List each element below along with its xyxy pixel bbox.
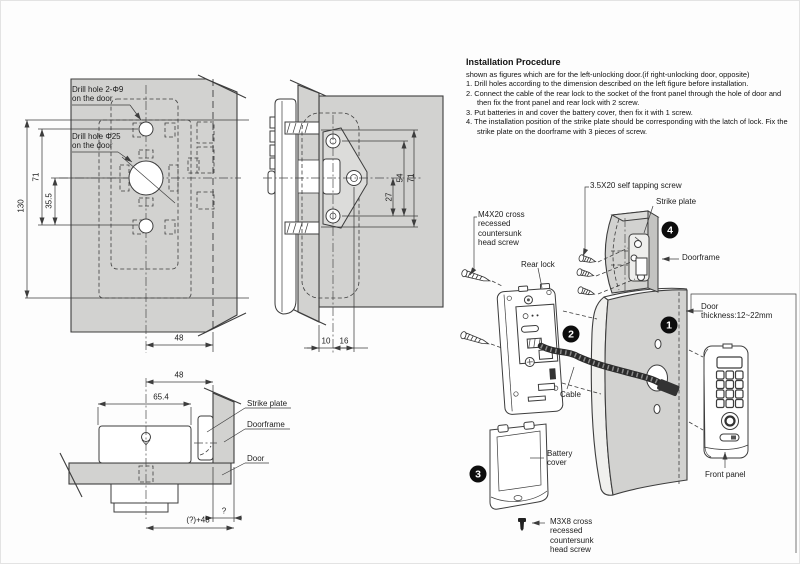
key-cylinder [721,412,739,430]
exploded-view-diagram [459,186,797,553]
step-badge-3: 3 [469,465,487,483]
latch-housing [110,483,179,504]
label-self-tapping-screw: 3.5X20 self tapping screw [590,181,682,190]
procedure-title: Installation Procedure [466,57,561,67]
m4x20-screw [459,330,491,348]
self-tapping-screw [577,253,597,266]
through-screw-tube-bottom [284,221,320,235]
step-badge-2: 2 [562,325,580,343]
step-badge-1: 1 [660,316,678,334]
m4x20-screw [460,268,492,285]
door-panel [70,78,238,333]
display-window [716,356,743,369]
label-rear-lock: Rear lock [521,260,555,269]
label-door-thickness: Door thickness:12~22mm [701,302,773,321]
keypad [715,370,744,409]
label-m4x20-screw: M4X20 cross recessed countersunk head sc… [478,210,525,247]
dim-48-front: 48 [174,333,184,343]
self-tapping-screw [575,267,595,280]
label-front-panel: Front panel [705,470,746,479]
cable-connector [657,379,680,397]
dim-16: 16 [339,336,349,346]
drill-hole-top [138,121,154,137]
procedure-intro: shown as figures which are for the left-… [466,70,750,79]
label-strike-plate-section: Strike plate [247,399,288,408]
strike-plate-top-section [197,415,214,461]
drill-hole-25-callout: Drill hole Φ25 on the door [72,132,121,151]
step-badge-4: 4 [661,221,679,239]
dim-gap: ? [221,506,227,516]
dim-35-5: 35.5 [44,193,54,209]
front-panel-profile [274,98,297,315]
label-strike-plate: Strike plate [656,197,697,206]
label-doorframe: Doorframe [682,253,720,262]
door-section [297,84,320,323]
drill-hole-9-callout: Drill hole 2-Φ9 on the door [72,85,124,104]
m3x8-screw-icon [518,518,526,531]
lock-body-top-section [98,425,192,464]
dim-48-section: 48 [174,370,184,380]
procedure-step: The installation position of the strike … [474,117,788,136]
drill-hole-bottom [138,218,154,234]
front-panel-part [703,343,749,459]
procedure-step: Connect the cable of the rear lock to th… [474,88,782,108]
label-battery-cover: Battery cover [547,449,573,468]
dim-10: 10 [321,336,331,346]
front-view-drawing [24,74,249,353]
dim-54: 54 [395,173,405,183]
label-m3x8-screw: M3X8 cross recessed countersunk head scr… [550,517,594,554]
self-tapping-screw [576,285,596,298]
procedure-steps: Drill holes according to the dimension d… [466,79,796,136]
dim-71-side: 71 [406,173,416,183]
rear-lock-unit [496,282,564,415]
door-top-section [68,462,232,485]
installation-procedure: Installation Procedure shown as figures … [466,57,796,136]
dim-71: 71 [31,172,41,182]
procedure-step: Drill holes according to the dimension d… [474,79,749,89]
procedure-step: Put batteries in and cover the battery c… [474,107,693,117]
cable [537,342,670,392]
label-door-section: Door [247,454,265,463]
dim-65-4: 65.4 [153,392,169,402]
dim-total: (?)+48 [186,515,210,525]
doorframe-top-section [212,392,235,464]
door-front-face [604,289,688,496]
dim-130: 130 [16,199,26,213]
battery-cover-part [489,421,549,510]
lock-body-hidden-profile [301,112,360,299]
label-doorframe-section: Doorframe [247,420,285,429]
label-cable: Cable [560,390,581,399]
side-view-drawing [263,79,444,353]
dim-27: 27 [384,192,394,202]
section-view-drawing [59,378,291,531]
